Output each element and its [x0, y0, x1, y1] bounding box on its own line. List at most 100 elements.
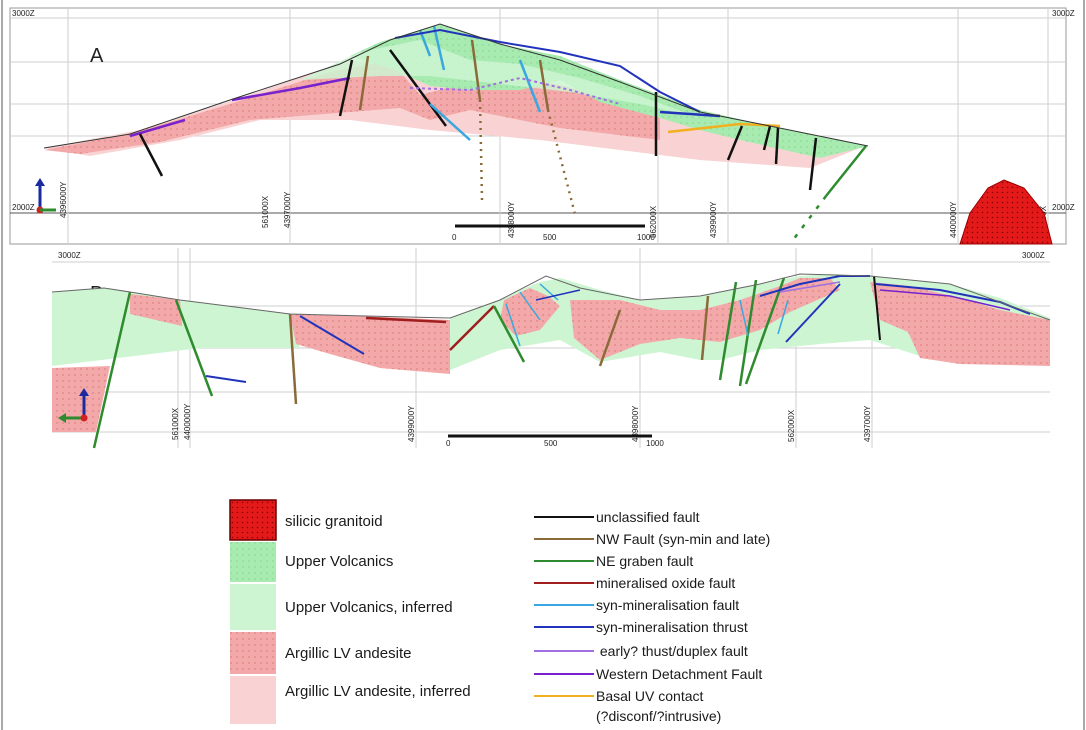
panel-b-nw-fault — [288, 313, 298, 405]
panel-b-ne-graben-fault — [174, 299, 214, 397]
panel-b-grid-label: 561000X — [171, 407, 180, 440]
panel-b-argillic-andesite-central — [290, 314, 450, 374]
panel-b-syn-min-thrust — [205, 375, 247, 383]
panel-a-scale-1000: 1000 — [637, 233, 655, 242]
panel-b-topography — [51, 273, 1051, 321]
panel-a-unclassified-fault — [138, 133, 164, 177]
legend-fault-label: NE graben fault — [596, 553, 693, 569]
panel-a-nw-fault — [470, 39, 482, 101]
panel-b-syn-min-fault — [539, 283, 559, 301]
panel-b-syn-min-fault — [519, 291, 541, 321]
legend-fault-label: early? thust/duplex fault — [596, 643, 748, 659]
panel-a-syn-min-thrust — [394, 28, 701, 113]
legend-fault-label: Basal UV contact — [596, 688, 703, 704]
panel-a: 3000Z 3000Z 2000Z 2000Z A 4396000Y 56100… — [9, 7, 1075, 245]
panel-a-grid-label: 561000X — [261, 195, 270, 228]
panel-a-topography — [43, 23, 869, 149]
legend-swatch-silicic-granitoid — [229, 499, 277, 541]
panel-b-elev-top-left: 3000Z — [58, 251, 81, 260]
panel-b-mineralised-oxide-fault — [365, 316, 447, 324]
panel-b-argillic-peak — [500, 288, 560, 336]
panel-a-nw-fault — [358, 55, 370, 111]
legend-fault-label: unclassified fault — [596, 509, 700, 525]
legend-swatch-upper-volcanics-inferred — [230, 584, 276, 630]
panel-b-syn-min-fault — [505, 303, 521, 347]
panel-a-faults — [129, 25, 867, 245]
panel-a-axis-triad-icon — [35, 178, 56, 214]
panel-b-ne-graben-fault — [744, 277, 786, 385]
panel-b-argillic-lower-left — [52, 366, 110, 432]
legend-swatch-argillic-andesite — [230, 632, 276, 674]
panel-b-faults — [92, 275, 1031, 449]
panel-a-grid-label: 4400000Y — [949, 201, 958, 238]
panel-b-syn-min-fault — [739, 299, 749, 337]
legend-unit-label: silicic granitoid — [285, 513, 383, 530]
legend-fault-label: syn-mineralisation thrust — [596, 619, 748, 635]
legend-fault-label: NW Fault (syn-min and late) — [596, 531, 770, 547]
panel-b-early-thrust — [779, 281, 841, 293]
panel-a-syn-min-fault — [518, 59, 542, 113]
panel-b-scale-500: 500 — [544, 439, 558, 448]
panel-a-scale-bar: 0 500 1000 — [452, 224, 655, 242]
panel-a-label: A — [90, 45, 104, 67]
panel-b-grid-label: 4399000Y — [407, 405, 416, 442]
panel-b-grid-label: 4400000Y — [183, 403, 192, 440]
panel-b-scale-0: 0 — [446, 439, 451, 448]
panel-b-elev-top-right: 3000Z — [1022, 251, 1045, 260]
panel-a-unclassified-fault — [338, 59, 354, 117]
panel-b-western-detachment-fault — [879, 289, 1011, 311]
panel-a-syn-min-fault — [432, 25, 446, 71]
panel-b-argillic-andesite-west — [130, 294, 182, 326]
legend-fault-label: Western Detachment Fault — [596, 666, 762, 682]
panel-a-scale-0: 0 — [452, 233, 457, 242]
panel-b-syn-min-thrust — [299, 315, 365, 355]
panel-b: 3000Z 3000Z B 561000X 4400000Y 4399000Y … — [51, 248, 1051, 449]
legend-unit-label: Upper Volcanics, inferred — [285, 599, 453, 616]
panel-a-elev-bottom-left: 2000Z — [12, 203, 35, 212]
panel-b-axis-triad-icon — [58, 388, 89, 423]
panel-a-ne-graben-fault — [825, 145, 867, 197]
panel-a-silicic-granitoid — [959, 179, 1053, 245]
panel-a-unclassified-fault — [808, 137, 818, 191]
panel-a-early-thrust — [409, 76, 621, 105]
panel-b-nw-fault — [700, 295, 710, 361]
panel-a-syn-min-fault — [429, 103, 471, 141]
panel-a-elev-top-left: 3000Z — [12, 9, 35, 18]
panel-b-unclassified-fault — [873, 275, 881, 341]
legend-swatch-upper-volcanics — [230, 542, 276, 582]
panel-a-grid-label: 4396000Y — [59, 181, 68, 218]
legend-unit-label: Upper Volcanics — [285, 553, 393, 570]
panel-a-grid-label: 4398000Y — [507, 201, 516, 238]
legend: silicic granitoid Upper Volcanics Upper … — [229, 499, 770, 724]
panel-a-unclassified-fault — [762, 125, 772, 151]
panel-b-mineralised-oxide-fault — [449, 305, 495, 351]
panel-b-syn-min-thrust — [875, 283, 1031, 315]
panel-a-nw-fault — [538, 59, 550, 111]
panel-b-ne-graben-fault — [92, 291, 132, 449]
panel-a-nw-fault — [478, 99, 484, 201]
panel-b-scale-bar: 0 500 1000 — [446, 434, 664, 448]
panel-a-grid-label: 562000X — [649, 205, 658, 238]
legend-fault-label: syn-mineralisation fault — [596, 597, 739, 613]
panel-a-scale-500: 500 — [543, 233, 557, 242]
panel-a-elev-top-right: 3000Z — [1052, 9, 1075, 18]
legend-unit-label: Argillic LV andesite — [285, 645, 411, 662]
legend-fault-label: mineralised oxide fault — [596, 575, 735, 591]
panel-b-argillic-east — [870, 282, 1050, 366]
panel-a-western-detachment-fault — [129, 118, 186, 138]
panel-a-unclassified-fault — [726, 125, 744, 161]
panel-b-scale-1000: 1000 — [646, 439, 664, 448]
panel-a-syn-min-fault — [418, 29, 432, 57]
panel-a-ne-graben-fault — [789, 195, 827, 245]
panel-a-syn-min-thrust — [659, 110, 721, 118]
panel-b-ne-graben-fault — [492, 305, 526, 363]
panel-b-syn-min-thrust — [785, 283, 841, 343]
panel-a-upper-volcanics-inferred — [300, 40, 700, 118]
panel-b-grid-label: 4397000Y — [863, 405, 872, 442]
panel-b-grid-label: 562000X — [787, 409, 796, 442]
panel-a-grid-label: 4399000Y — [709, 201, 718, 238]
panel-a-western-detachment-fault — [231, 76, 351, 102]
panel-b-nw-fault — [598, 309, 622, 367]
panel-a-unclassified-fault — [774, 127, 780, 165]
